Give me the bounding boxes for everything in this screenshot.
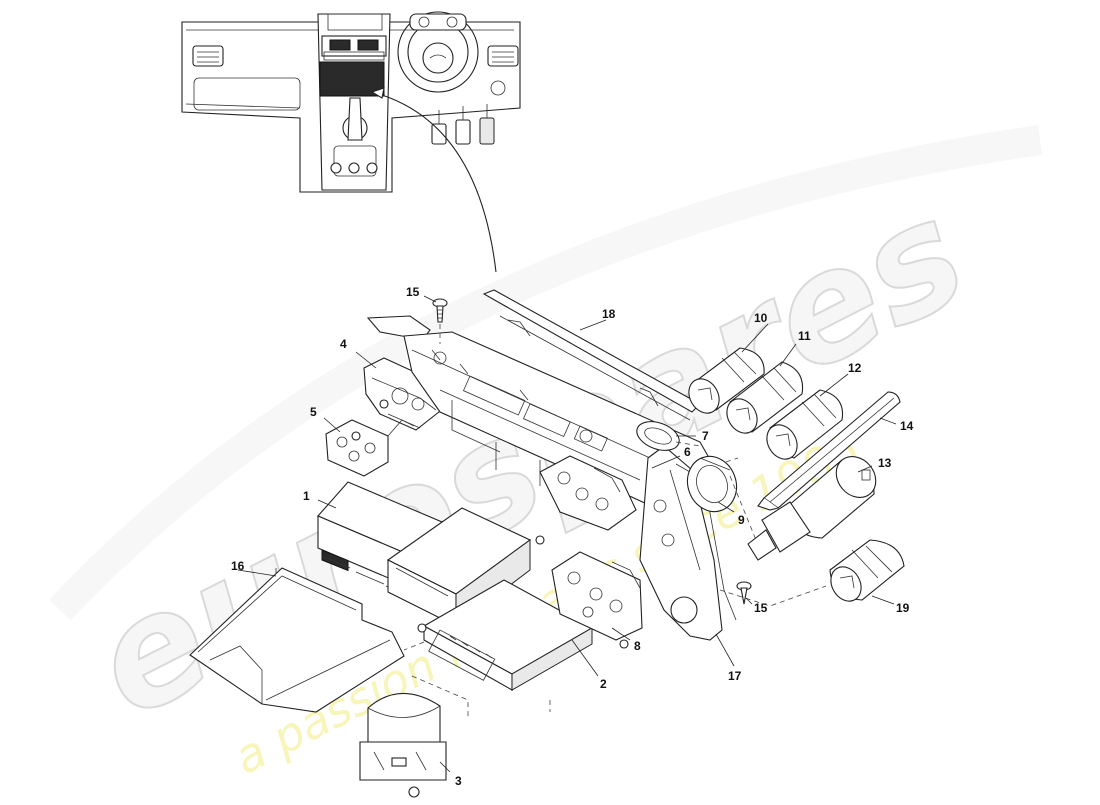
part-14-rod: [757, 391, 901, 511]
callout-4: 4: [340, 337, 347, 351]
part-7-ring: [636, 421, 680, 451]
callout-8: 8: [634, 639, 641, 653]
callout-14: 14: [900, 419, 914, 433]
callout-2: 2: [600, 677, 607, 691]
callout-11: 11: [798, 329, 811, 343]
dashboard-inset: [181, 11, 521, 273]
assembly-line: [729, 475, 757, 541]
callout-15-top: 15: [406, 285, 420, 299]
callouts: 1 2 3 4 5 6 7 8 9 10 11 12 13 14 15 15 1…: [231, 285, 914, 788]
assembly-line: [725, 457, 739, 463]
watermark-swoosh: [49, 125, 1043, 621]
callout-12: 12: [848, 361, 862, 375]
assembly-line: [403, 641, 425, 651]
leader-lines: [237, 295, 897, 773]
part-13-actuator: [747, 456, 877, 561]
part-10-knob: [688, 347, 765, 414]
callout-9: 9: [738, 513, 745, 527]
steering-wheel-icon: [397, 11, 479, 93]
part-15-screw-lower: [736, 581, 752, 605]
part-15-screw-top: [432, 298, 448, 323]
callout-17: 17: [728, 669, 742, 683]
exploded-assembly: [189, 289, 905, 798]
callout-18: 18: [602, 307, 616, 321]
part-12-knob: [766, 389, 844, 460]
assembly-line: [411, 675, 469, 718]
callout-7: 7: [702, 429, 709, 443]
assembly-line: [675, 441, 701, 447]
part-3-connector-block: [359, 692, 447, 798]
part-2-control-module: [386, 507, 594, 691]
part-4-vent-mechanism: [363, 357, 445, 431]
part-6-switch-pack: [539, 455, 637, 531]
callout-6: 6: [684, 445, 691, 459]
callout-1: 1: [303, 489, 310, 503]
callout-15-lower: 15: [754, 601, 768, 615]
part-16-shroud: [189, 567, 405, 713]
callout-3: 3: [455, 774, 462, 788]
assembly-line: [719, 585, 827, 607]
watermark: eurospares a passion for parts since 198…: [49, 125, 1043, 785]
callout-19: 19: [896, 601, 910, 615]
callout-5: 5: [310, 405, 317, 419]
callout-13: 13: [878, 456, 892, 470]
part-5-switch-pack: [325, 419, 415, 477]
part-19-knob: [829, 539, 905, 602]
highlighted-console-area: [319, 61, 385, 97]
callout-10: 10: [754, 311, 768, 325]
callout-16: 16: [231, 559, 245, 573]
part-11-knob: [726, 361, 804, 434]
pedal-icon: [431, 123, 447, 145]
console-frame: [366, 315, 717, 511]
part-8-switch-pack: [551, 551, 643, 641]
